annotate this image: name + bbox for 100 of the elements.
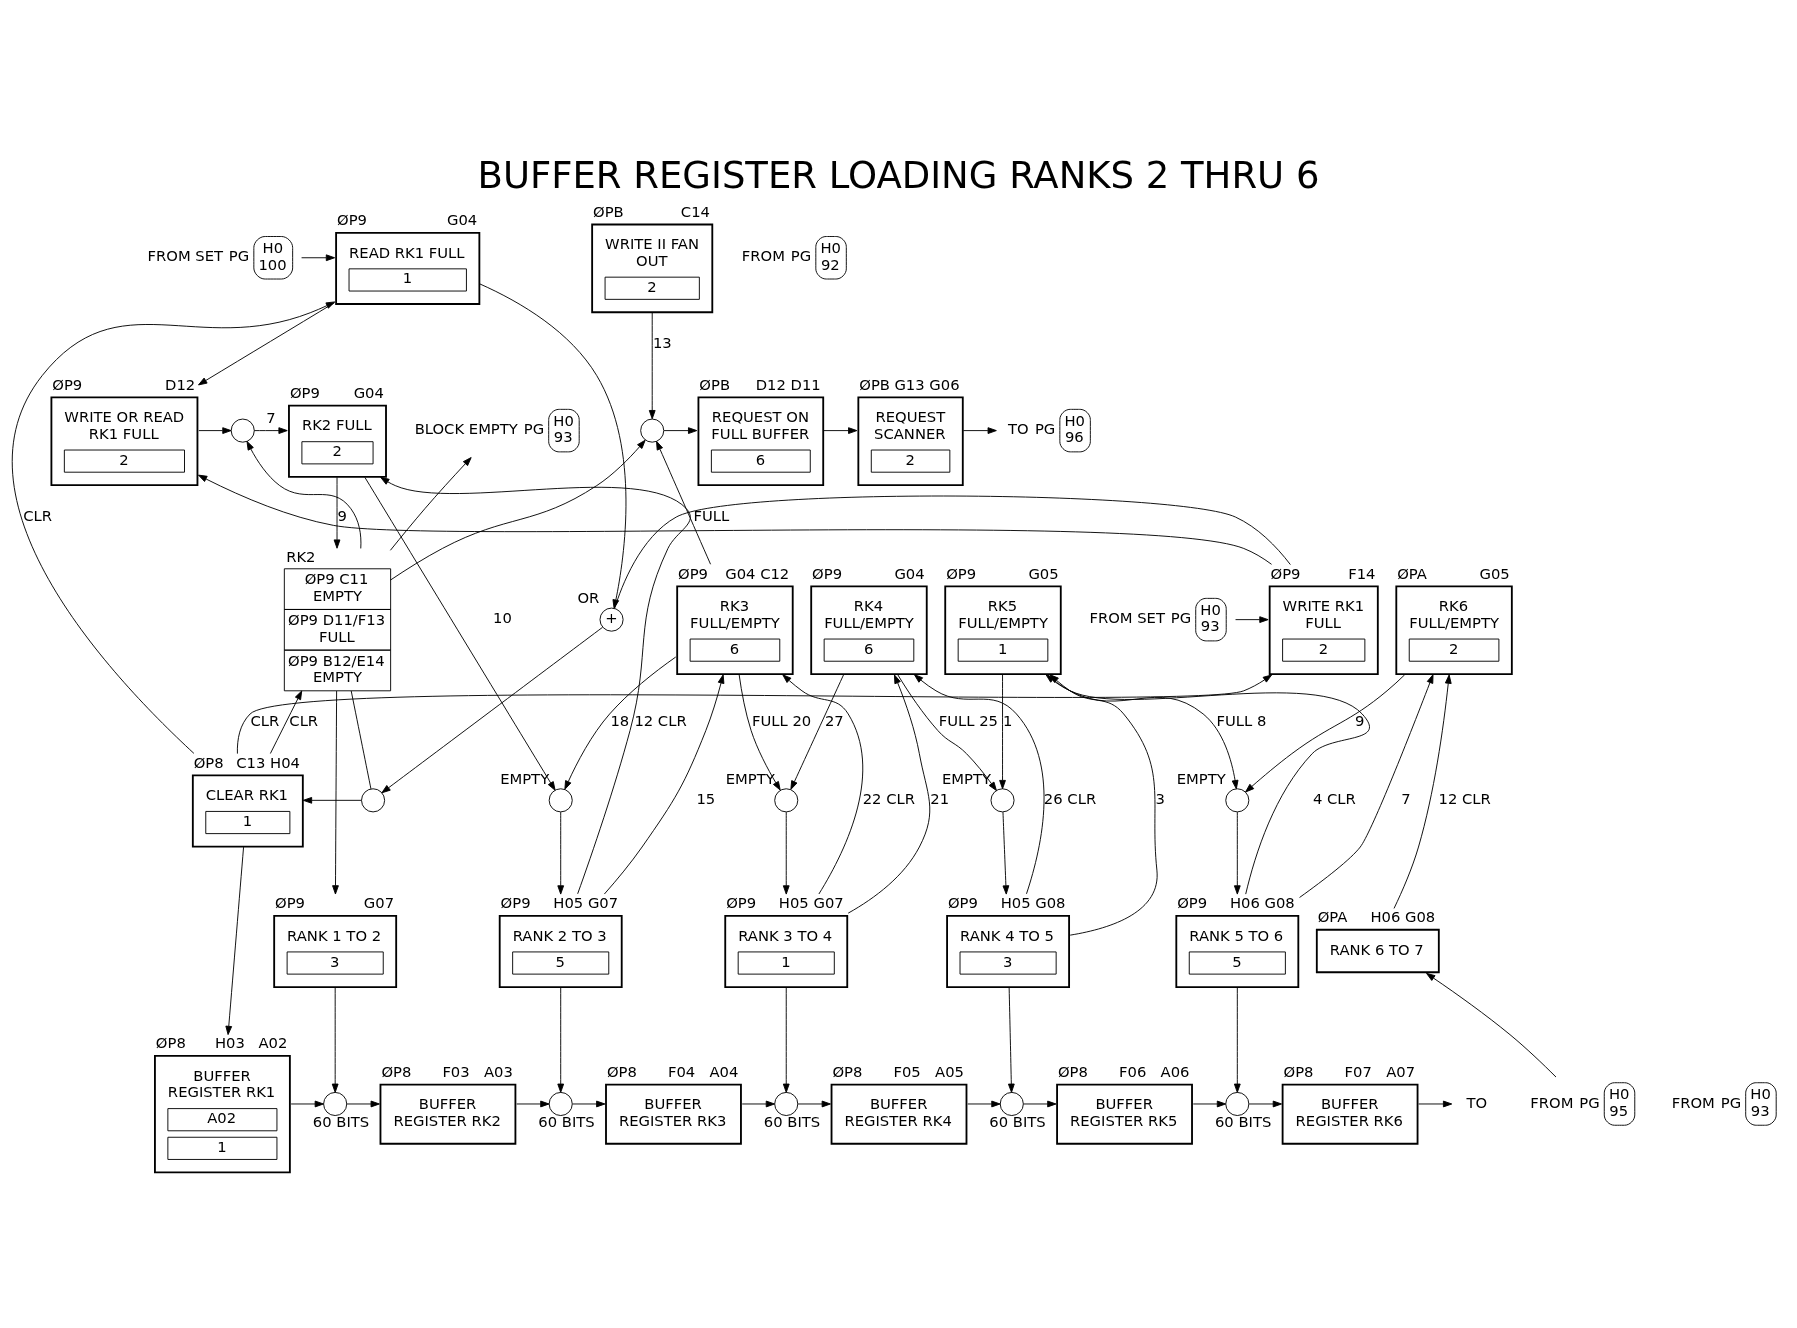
node-label: ØPA [1317, 908, 1348, 926]
node-label: G04 [353, 384, 384, 402]
edge-label: 12 CLR [1438, 789, 1491, 807]
edge-label: CLR [23, 506, 52, 524]
edge-label: 7 [266, 409, 276, 427]
node-label: ØP9 [946, 564, 977, 582]
node-label: FROM [1530, 1093, 1574, 1111]
node-label: ØP8 [193, 753, 224, 771]
node-label: 60 BITS [538, 1113, 595, 1131]
node-label: ØP9 [1177, 894, 1208, 912]
node-label: 60 BITS [312, 1113, 370, 1131]
node-label: ØP8 [606, 1062, 637, 1080]
node-label: ØP9 [948, 894, 978, 912]
edge-label: FULL 25 [938, 711, 998, 729]
node-label: FROM [1671, 1093, 1715, 1111]
node-label: D12 [165, 375, 196, 393]
edge-label: 18 [610, 711, 630, 729]
node-label: PG [1034, 420, 1056, 438]
node-label: 60 BITS [763, 1113, 821, 1131]
node-label: EMPTY [941, 769, 991, 787]
node-label: ØP9 [726, 894, 757, 912]
edge-label: 10 [493, 609, 512, 627]
node-label: ØPB [593, 202, 624, 220]
node-label: A03 [483, 1062, 513, 1080]
node-label: PG [1170, 609, 1192, 627]
node-label: G05 [1028, 564, 1059, 582]
node-label: G04 [447, 211, 478, 229]
node-label: F14 [1348, 564, 1376, 582]
node-label: G07 [363, 894, 395, 912]
node-label: H05 G07 [553, 894, 619, 912]
node-label: ØP8 [832, 1062, 863, 1080]
edge-label: FULL 8 [1216, 711, 1267, 729]
edge-label: 22 CLR [862, 789, 915, 807]
edge-label: 12 CLR [634, 711, 687, 729]
edge-label: 9 [1355, 711, 1365, 729]
node-label: H05 G08 [1000, 894, 1066, 912]
node-label: A02 [258, 1034, 288, 1052]
node-label: G04 [894, 564, 925, 582]
node-label: A07 [1386, 1062, 1416, 1080]
node-label: ØPB [859, 375, 890, 393]
edge-label: 15 [696, 789, 716, 807]
node-label: EMPTY [725, 769, 775, 787]
node-label: PG [790, 247, 812, 265]
node-label: ØP9 [500, 894, 531, 912]
node-label: C14 [680, 202, 710, 220]
node-label: RK2 [286, 548, 316, 566]
node-label: FROM SET [1089, 609, 1165, 627]
node-label: H06 G08 [1370, 908, 1436, 926]
node-label: PG [523, 420, 545, 438]
node-label: PG [1720, 1093, 1742, 1111]
node-label: ØP9 [275, 894, 306, 912]
node-label: H03 [215, 1034, 245, 1052]
node-label: 60 BITS [1214, 1113, 1272, 1131]
node-label: H05 G07 [778, 894, 844, 912]
node-label: ØP9 [337, 211, 367, 229]
node-label: 60 BITS [989, 1113, 1046, 1131]
node-label: F05 [893, 1062, 921, 1080]
node-label: PG [1579, 1093, 1600, 1111]
diagram-title: BUFFER REGISTER LOADING RANKS 2 THRU 6 [477, 153, 1320, 197]
node-label: ØP9 [1270, 564, 1301, 582]
node-label: A04 [709, 1062, 739, 1080]
node-label: ØPB [699, 375, 731, 393]
node-label: F03 [442, 1062, 470, 1080]
edge-label: 7 [1401, 789, 1411, 807]
node-label: OR [577, 589, 600, 607]
node-label: ØP8 [1058, 1062, 1088, 1080]
node-label: ØP9 [812, 564, 843, 582]
node-label: PG [228, 247, 250, 265]
node-label: FROM [741, 247, 785, 265]
edge-label: 27 [824, 711, 844, 729]
edge-label: 4 CLR [1312, 789, 1356, 807]
edge-label: CLR [289, 711, 319, 729]
node-label: F06 [1119, 1062, 1147, 1080]
edge-label: CLR [250, 711, 280, 729]
node-label: D12 D11 [755, 375, 821, 393]
node-label: G05 [1479, 564, 1510, 582]
node-label: A05 [935, 1062, 964, 1080]
node-label: F07 [1344, 1062, 1372, 1080]
edge-label: 9 [337, 506, 347, 524]
node-label: ØP8 [1283, 1062, 1314, 1080]
node-label: EMPTY [500, 769, 550, 787]
node-label: F04 [667, 1062, 696, 1080]
node-label: ØPA [1397, 564, 1427, 582]
edge-label: 26 CLR [1043, 789, 1097, 807]
node-label: BLOCK EMPTY [414, 420, 518, 438]
node-label: EMPTY [1176, 769, 1226, 787]
edge-label: FULL 20 [752, 711, 812, 729]
node-label: A06 [1160, 1062, 1190, 1080]
node-label: ØP8 [155, 1034, 186, 1052]
node-label: ØP9 [289, 384, 320, 402]
edge-label: 21 [930, 789, 950, 807]
node-label: C13 H04 [236, 753, 300, 771]
node-label: FROM SET [147, 247, 224, 265]
node-label: ØP8 [381, 1062, 412, 1080]
node-label: TO [1008, 420, 1029, 438]
edge-label: FULL [693, 506, 730, 524]
edge-label: 1 [1002, 711, 1013, 729]
node-text: TO [1466, 1093, 1488, 1111]
node-label: H06 G08 [1229, 894, 1295, 912]
node-label: G04 C12 [725, 564, 790, 582]
